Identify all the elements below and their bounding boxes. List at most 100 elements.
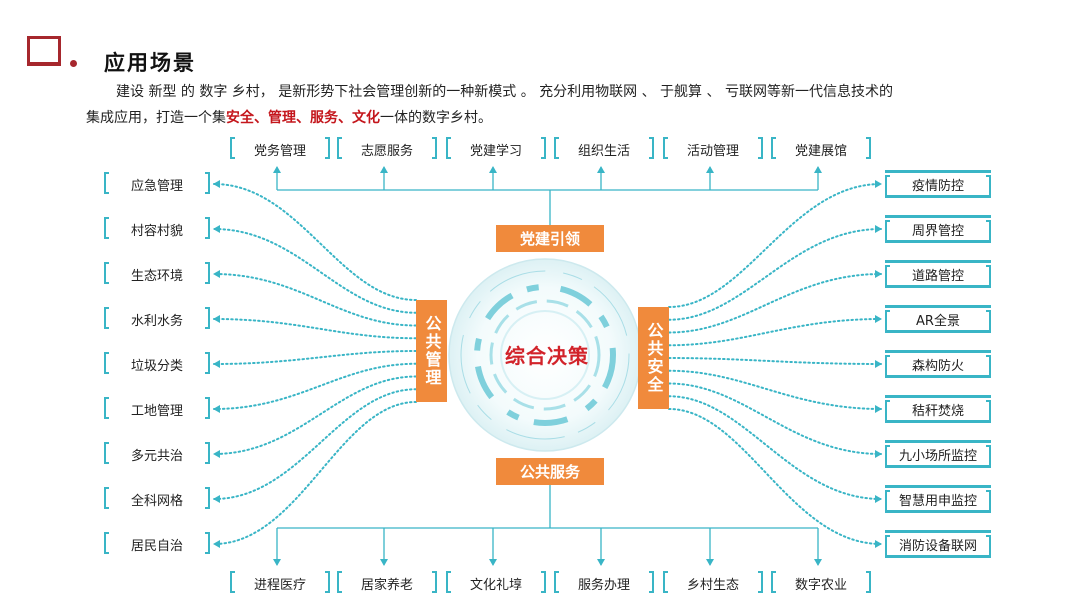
item-label: 秸秆焚烧 bbox=[911, 403, 964, 419]
left-link-5 bbox=[213, 350, 417, 368]
left-item-2: 村容村貌 bbox=[104, 215, 210, 243]
bracket-left bbox=[104, 532, 109, 554]
bracket-right bbox=[986, 220, 991, 242]
right-item-5: 森构防火 bbox=[885, 350, 991, 378]
bracket-right bbox=[205, 532, 210, 554]
bracket-left bbox=[885, 490, 890, 512]
right-item-7: 九小场所监控 bbox=[885, 440, 991, 468]
item-label: 乡村生态 bbox=[686, 577, 739, 593]
intro-text-post: 一体的数字乡村。 bbox=[380, 110, 492, 126]
left-item-7: 多元共治 bbox=[104, 440, 210, 468]
item-label: 疫情防控 bbox=[911, 178, 964, 194]
bracket-right bbox=[205, 172, 210, 194]
bracket-left bbox=[885, 220, 890, 242]
center-dashed-ring bbox=[460, 270, 630, 440]
bracket-right bbox=[205, 307, 210, 329]
section-square-icon bbox=[27, 36, 61, 66]
item-label: 进程医疗 bbox=[253, 577, 306, 593]
center-inner-ring bbox=[489, 299, 601, 411]
right-link-1 bbox=[668, 180, 882, 308]
bracket-right bbox=[986, 535, 991, 557]
bracket-right bbox=[986, 265, 991, 287]
right-item-6: 秸秆焚烧 bbox=[885, 395, 991, 423]
left-link-4 bbox=[213, 315, 417, 340]
item-label: 服务办理 bbox=[577, 577, 630, 593]
bracket-left bbox=[104, 487, 109, 509]
right-item-3: 道路管控 bbox=[885, 260, 991, 288]
bracket-left bbox=[771, 137, 776, 159]
right-link-3 bbox=[668, 270, 882, 334]
item-label: 数字农业 bbox=[794, 577, 847, 593]
bracket-right bbox=[205, 442, 210, 464]
bracket-right bbox=[432, 571, 437, 593]
top-item-2: 志愿服务 bbox=[337, 135, 437, 163]
left-item-5: 垃圾分类 bbox=[104, 350, 210, 378]
left-link-7 bbox=[213, 375, 417, 458]
item-label: 文化礼埻 bbox=[469, 577, 522, 593]
bracket-left bbox=[771, 571, 776, 593]
bottom-item-4: 服务办理 bbox=[554, 569, 654, 597]
item-label: 村容村貌 bbox=[130, 223, 183, 239]
bracket-left bbox=[104, 442, 109, 464]
bracket-left bbox=[104, 217, 109, 239]
item-label: 水利水务 bbox=[130, 313, 183, 329]
left-link-8 bbox=[213, 388, 417, 503]
item-label: 居家养老 bbox=[360, 577, 413, 593]
hub-public-service: 公共服务 bbox=[496, 458, 604, 485]
bracket-right bbox=[986, 310, 991, 332]
bracket-right bbox=[986, 355, 991, 377]
bracket-right bbox=[541, 137, 546, 159]
bracket-left bbox=[885, 355, 890, 377]
bottom-item-1: 进程医疗 bbox=[230, 569, 330, 597]
top-item-6: 党建展馆 bbox=[771, 135, 871, 163]
intro-text-pre: 集成应用，打造一个集 bbox=[86, 110, 226, 126]
item-label: 党务管理 bbox=[253, 143, 306, 159]
right-link-8 bbox=[668, 395, 882, 503]
item-label: 道路管控 bbox=[911, 268, 964, 284]
bracket-left bbox=[337, 571, 342, 593]
right-item-2: 周界管控 bbox=[885, 215, 991, 243]
bracket-right bbox=[758, 137, 763, 159]
item-label: 周界管控 bbox=[911, 223, 964, 239]
top-item-5: 活动管理 bbox=[663, 135, 763, 163]
left-item-9: 居民自治 bbox=[104, 530, 210, 558]
item-label: 生态环境 bbox=[130, 268, 183, 284]
bracket-right bbox=[432, 137, 437, 159]
bracket-right bbox=[986, 400, 991, 422]
left-link-9 bbox=[213, 401, 417, 548]
bracket-right bbox=[649, 571, 654, 593]
bracket-left bbox=[230, 571, 235, 593]
left-item-4: 水利水务 bbox=[104, 305, 210, 333]
bottom-item-5: 乡村生态 bbox=[663, 569, 763, 597]
bracket-left bbox=[554, 137, 559, 159]
right-link-6 bbox=[668, 369, 882, 413]
item-label: 党建展馆 bbox=[794, 143, 847, 159]
bracket-right bbox=[205, 262, 210, 284]
item-label: 全科网格 bbox=[130, 493, 183, 509]
bracket-left bbox=[104, 307, 109, 329]
top-item-4: 组织生活 bbox=[554, 135, 654, 163]
bracket-left bbox=[104, 352, 109, 374]
left-link-6 bbox=[213, 362, 417, 413]
bracket-left bbox=[104, 262, 109, 284]
item-label: 九小场所监控 bbox=[898, 448, 977, 464]
bracket-left bbox=[337, 137, 342, 159]
center-decision-label: 综合决策 bbox=[505, 344, 589, 368]
left-item-8: 全科网格 bbox=[104, 485, 210, 513]
bracket-right bbox=[758, 571, 763, 593]
center-core-ring bbox=[500, 310, 590, 400]
bracket-right bbox=[205, 352, 210, 374]
item-label: 多元共治 bbox=[130, 448, 183, 464]
bracket-left bbox=[554, 571, 559, 593]
bracket-right bbox=[866, 137, 871, 159]
bracket-right bbox=[986, 445, 991, 467]
bracket-left bbox=[885, 400, 890, 422]
bracket-right bbox=[541, 571, 546, 593]
hub-party-building: 党建引领 bbox=[496, 225, 604, 252]
top-item-1: 党务管理 bbox=[230, 135, 330, 163]
bottom-item-6: 数字农业 bbox=[771, 569, 871, 597]
hub-public-management: 公共管理 bbox=[416, 300, 447, 402]
bracket-left bbox=[104, 172, 109, 194]
right-link-9 bbox=[668, 408, 882, 548]
